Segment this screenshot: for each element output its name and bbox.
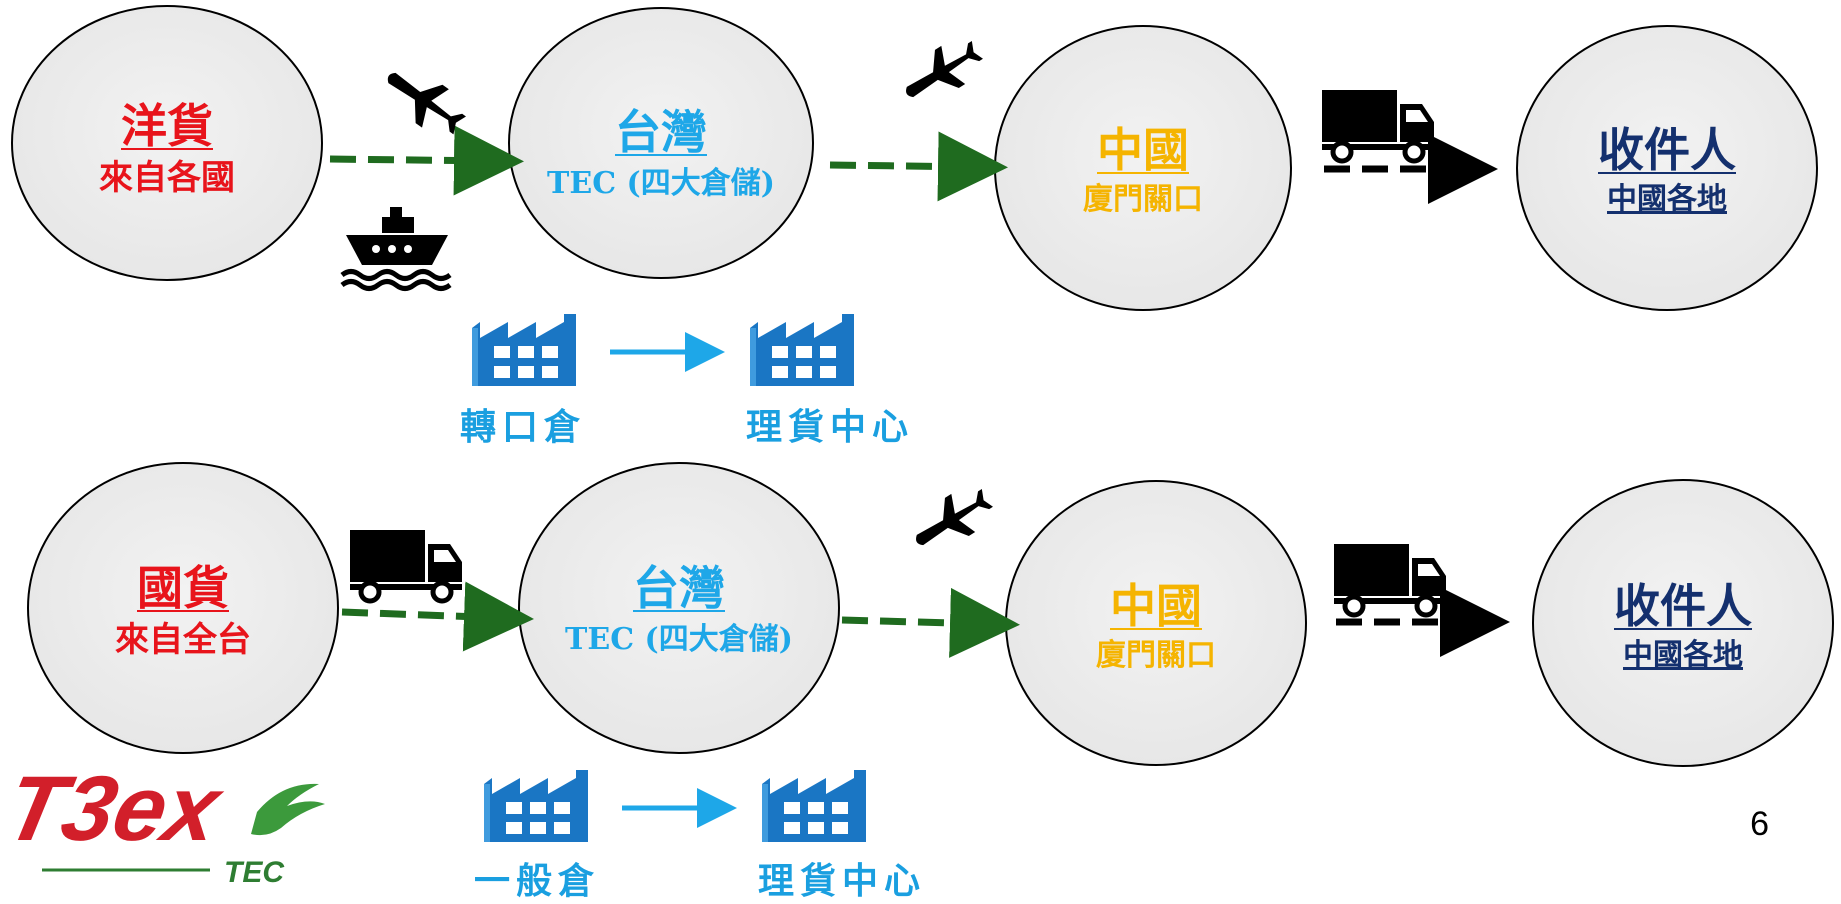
factory-icon: [472, 314, 576, 386]
origin-title: 洋貨: [121, 99, 213, 153]
hub-subtitle: TEC (四大倉儲): [565, 621, 793, 657]
hub-title: 台灣: [615, 105, 707, 159]
logo-sub-text: TEC: [224, 856, 284, 889]
hub-subtitle: TEC (四大倉儲): [547, 165, 775, 201]
origin-label: 洋貨 來自各國: [37, 100, 297, 198]
factory-icon: [750, 314, 854, 386]
hub-label: 台灣 TEC (四大倉儲): [524, 562, 834, 657]
dest-subtitle: 中國各地: [1623, 637, 1743, 673]
port-label: 中國 廈門關口: [1013, 124, 1273, 217]
warehouse-from-label: 一般倉: [474, 860, 601, 902]
dest-circle: [1516, 25, 1818, 311]
flow-arrow: [841, 587, 1020, 658]
origin-circle: [27, 462, 339, 754]
hub-title: 台灣: [633, 561, 725, 615]
port-label: 中國 廈門關口: [1026, 580, 1286, 673]
origin-circle: [11, 5, 323, 281]
port-subtitle: 廈門關口: [1083, 181, 1203, 217]
svg-text:T3ex: T3ex: [12, 757, 232, 860]
company-logo: T3ex TEC: [0, 752, 332, 896]
ship-icon: [340, 207, 452, 291]
port-title: 中國: [1110, 579, 1202, 633]
flow-arrow: [341, 581, 534, 652]
dest-label: 收件人 中國各地: [1537, 124, 1797, 217]
flow-arrow: [829, 131, 1008, 202]
airplane-ascending-icon: [904, 478, 1000, 562]
flow-arrow: [329, 125, 524, 196]
warehouse-from-label: 轉口倉: [460, 406, 587, 448]
warehouse-to-label: 理貨中心: [746, 406, 915, 448]
dest-title: 收件人: [1598, 123, 1736, 177]
truck-icon: [1334, 544, 1446, 615]
origin-subtitle: 來自全台: [115, 619, 251, 660]
factory-icon: [484, 770, 588, 842]
truck-icon: [1322, 90, 1434, 161]
origin-label: 國貨 來自全台: [53, 562, 313, 660]
warehouse-to-label: 理貨中心: [758, 860, 927, 902]
dest-title: 收件人: [1614, 579, 1752, 633]
hub-label: 台灣 TEC (四大倉儲): [506, 106, 816, 201]
airplane-ascending-icon: [894, 30, 990, 114]
port-subtitle: 廈門關口: [1096, 637, 1216, 673]
port-title: 中國: [1097, 123, 1189, 177]
dest-label: 收件人 中國各地: [1553, 580, 1813, 673]
origin-subtitle: 來自各國: [99, 157, 235, 198]
page-number: 6: [1750, 805, 1769, 843]
origin-title: 國貨: [137, 561, 229, 615]
logo-graphic: T3ex: [0, 757, 325, 872]
dest-circle: [1532, 479, 1834, 767]
dest-subtitle: 中國各地: [1607, 181, 1727, 217]
airplane-descending-icon: [375, 56, 474, 145]
factory-icon: [762, 770, 866, 842]
truck-icon: [350, 530, 462, 601]
